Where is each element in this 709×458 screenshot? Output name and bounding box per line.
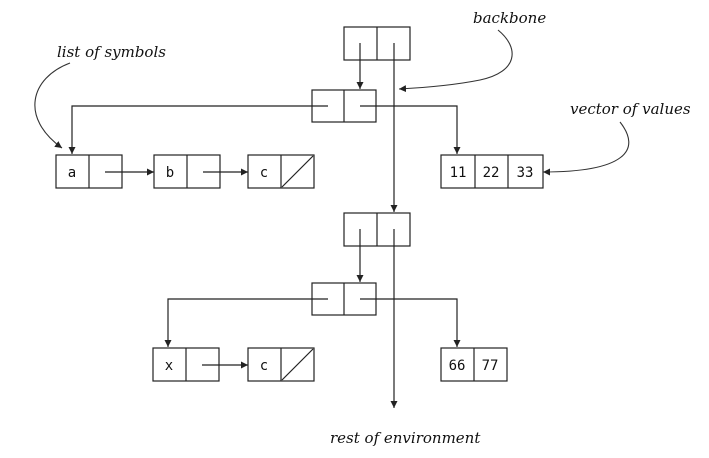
backbone-pair-1 [343,26,411,61]
symbol-x: x [165,358,173,374]
vector-of-values-leader [542,121,630,176]
value-33: 33 [517,165,534,181]
vector-of-values-label: vector of values [570,100,691,118]
symbol-cell-c-2: c [247,347,315,382]
symbol-c: c [260,165,268,181]
frame2-values-pointer [360,298,461,347]
value-22: 22 [483,165,500,181]
symbol-cell-c: c [247,154,315,189]
symbol-c-2: c [260,358,268,374]
frame1-symbols-pointer [68,105,328,154]
frame1-values-pointer [360,105,461,154]
backbone-label: backbone [473,9,546,27]
value-vector-2: 66 77 [440,347,508,382]
symbol-b: b [166,165,174,181]
rest-of-environment-label: rest of environment [330,429,481,447]
frame2-symbols-pointer [164,298,328,347]
list-of-symbols-leader [34,62,71,149]
symbol-a: a [68,165,76,181]
value-77: 77 [482,358,499,374]
backbone-pair-2 [343,212,411,247]
nil-slash-2 [281,348,314,381]
nil-slash [281,155,314,188]
value-vector-1: 11 22 33 [440,154,544,189]
backbone-leader [398,29,513,93]
value-11: 11 [450,165,467,181]
value-66: 66 [449,358,466,374]
list-of-symbols-label: list of symbols [57,43,166,61]
